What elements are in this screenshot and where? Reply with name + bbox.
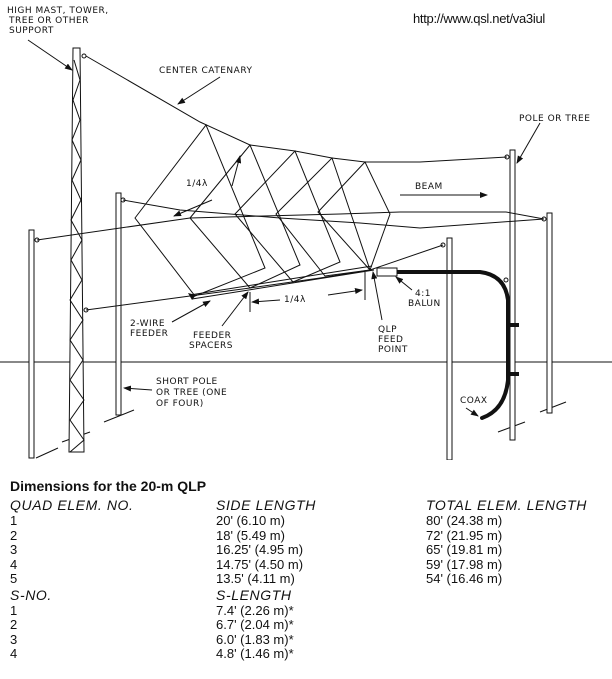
coax-leader <box>465 407 479 417</box>
s-length: 7.4' (2.26 m)* <box>216 602 294 618</box>
short-pole-label-2: OR TREE (ONE <box>156 388 227 398</box>
quarter-wave-upper-arrow <box>231 155 242 187</box>
table-title: Dimensions for the 20-m QLP <box>10 478 207 494</box>
elem-no: 1 <box>10 513 18 528</box>
coax-clamp-upper <box>507 323 519 327</box>
beam-label: BEAM <box>415 182 443 192</box>
table-row: 5 13.5' (4.11 m) 54' (16.46 m) <box>10 571 610 587</box>
middle-catenary <box>36 211 545 241</box>
lattice-tower <box>68 47 87 453</box>
short-pole-leader <box>123 385 153 392</box>
balun-leader <box>395 276 413 291</box>
table-row: 1 20' (6.10 m) 80' (24.38 m) <box>10 513 610 529</box>
short-pole-left <box>28 229 40 459</box>
s-no: 4 <box>10 646 18 661</box>
elem-no: 5 <box>10 571 18 586</box>
feedpoint-leader <box>371 271 383 321</box>
catenary-label: CENTER CATENARY <box>159 66 253 76</box>
header-total-length: TOTAL ELEM. LENGTH <box>426 497 587 513</box>
table-row: 2 18' (5.49 m) 72' (21.95 m) <box>10 527 610 544</box>
s-length: 6.7' (2.04 m)* <box>216 617 294 632</box>
total-length: 72' (21.95 m) <box>426 527 503 543</box>
catenary-leader <box>177 76 221 105</box>
short-pole-label-1: SHORT POLE <box>156 377 218 387</box>
quarter-wave-upper-label: 1/4λ <box>186 179 208 189</box>
table-header-row: QUAD ELEM. NO. SIDE LENGTH TOTAL ELEM. L… <box>10 497 610 514</box>
s-no: 1 <box>10 602 18 618</box>
total-length: 54' (16.46 m) <box>426 571 503 586</box>
mast-label-1: HIGH MAST, TOWER, <box>7 6 109 16</box>
table-row: 4 14.75' (4.50 m) 59' (17.98 m) <box>10 556 610 573</box>
quarter-wave-lower-dim-2 <box>327 288 363 296</box>
coax-label: COAX <box>460 396 488 406</box>
pole-leader <box>516 122 541 164</box>
feeder-label-1: 2-WIRE <box>130 319 165 329</box>
pole-front-right <box>440 237 453 460</box>
header-elem-no: QUAD ELEM. NO. <box>10 497 134 513</box>
pole-or-tree-label: POLE OR TREE <box>519 114 590 124</box>
spacers-label-2: SPACERS <box>189 341 233 351</box>
elem-no: 2 <box>10 527 18 543</box>
s-length: 4.8' (1.46 m)* <box>216 646 294 661</box>
mast-leader <box>27 39 73 71</box>
s-length: 6.0' (1.83 m)* <box>216 631 294 647</box>
header-side-length: SIDE LENGTH <box>216 497 316 513</box>
mast-label-3: SUPPORT <box>9 26 54 36</box>
center-catenary <box>85 55 508 163</box>
lower-catenary <box>85 244 444 311</box>
balun-box <box>376 267 398 277</box>
short-pole-label-3: OF FOUR) <box>156 399 204 409</box>
quarter-wave-upper-arrow-2 <box>173 199 213 217</box>
source-url: http://www.qsl.net/va3iul <box>413 11 545 26</box>
quarter-wave-lower-label: 1/4λ <box>284 295 306 305</box>
table-row: 3 16.25' (4.95 m) 65' (19.81 m) <box>10 542 610 558</box>
short-pole-front-left <box>83 192 126 416</box>
pole-right-back <box>541 212 553 414</box>
s-table-row: 4 4.8' (1.46 m)* <box>10 646 610 662</box>
two-wire-feeder <box>188 265 375 300</box>
quarter-wave-lower-dim <box>251 298 281 305</box>
s-table-row: 3 6.0' (1.83 m)* <box>10 631 610 648</box>
mast-label-2: TREE OR OTHER <box>8 16 89 26</box>
side-length: 13.5' (4.11 m) <box>216 571 295 586</box>
spacers-leader <box>221 291 249 327</box>
coax-clamp-lower <box>507 372 519 376</box>
s-table-row: 2 6.7' (2.04 m)* <box>10 617 610 633</box>
feeder-label-2: FEEDER <box>130 329 168 339</box>
qlp-antenna-diagram: HIGH MAST, TOWER, TREE OR OTHER SUPPORT … <box>0 6 612 460</box>
upper-side-catenary <box>122 199 545 229</box>
s-table-row: 1 7.4' (2.26 m)* <box>10 602 610 619</box>
elem-no: 4 <box>10 556 18 572</box>
s-no: 2 <box>10 617 18 632</box>
total-length: 65' (19.81 m) <box>426 542 503 557</box>
side-length: 14.75' (4.50 m) <box>216 556 304 572</box>
elem-no: 3 <box>10 542 18 557</box>
side-length: 18' (5.49 m) <box>216 527 285 543</box>
coax-cable <box>393 270 510 420</box>
feedpoint-label-3: POINT <box>378 345 408 355</box>
s-no: 3 <box>10 631 18 647</box>
quad-elements <box>134 124 391 297</box>
side-length: 16.25' (4.95 m) <box>216 542 304 557</box>
total-length: 59' (17.98 m) <box>426 556 503 572</box>
s-header-row: S-NO. S-LENGTH <box>10 587 610 604</box>
side-length: 20' (6.10 m) <box>216 513 285 528</box>
header-s-length: S-LENGTH <box>216 586 292 603</box>
total-length: 80' (24.38 m) <box>426 513 503 528</box>
feedpoint-label-1: QLP <box>378 325 397 335</box>
balun-label-1: 4:1 <box>415 289 431 299</box>
feedpoint-label-2: FEED <box>378 335 403 345</box>
feeder-leader <box>171 300 211 323</box>
header-s-no: S-NO. <box>10 586 52 603</box>
spacers-label-1: FEEDER <box>193 331 231 341</box>
dimensions-table: Dimensions for the 20-m QLP QUAD ELEM. N… <box>10 477 610 662</box>
balun-label-2: BALUN <box>408 299 441 309</box>
